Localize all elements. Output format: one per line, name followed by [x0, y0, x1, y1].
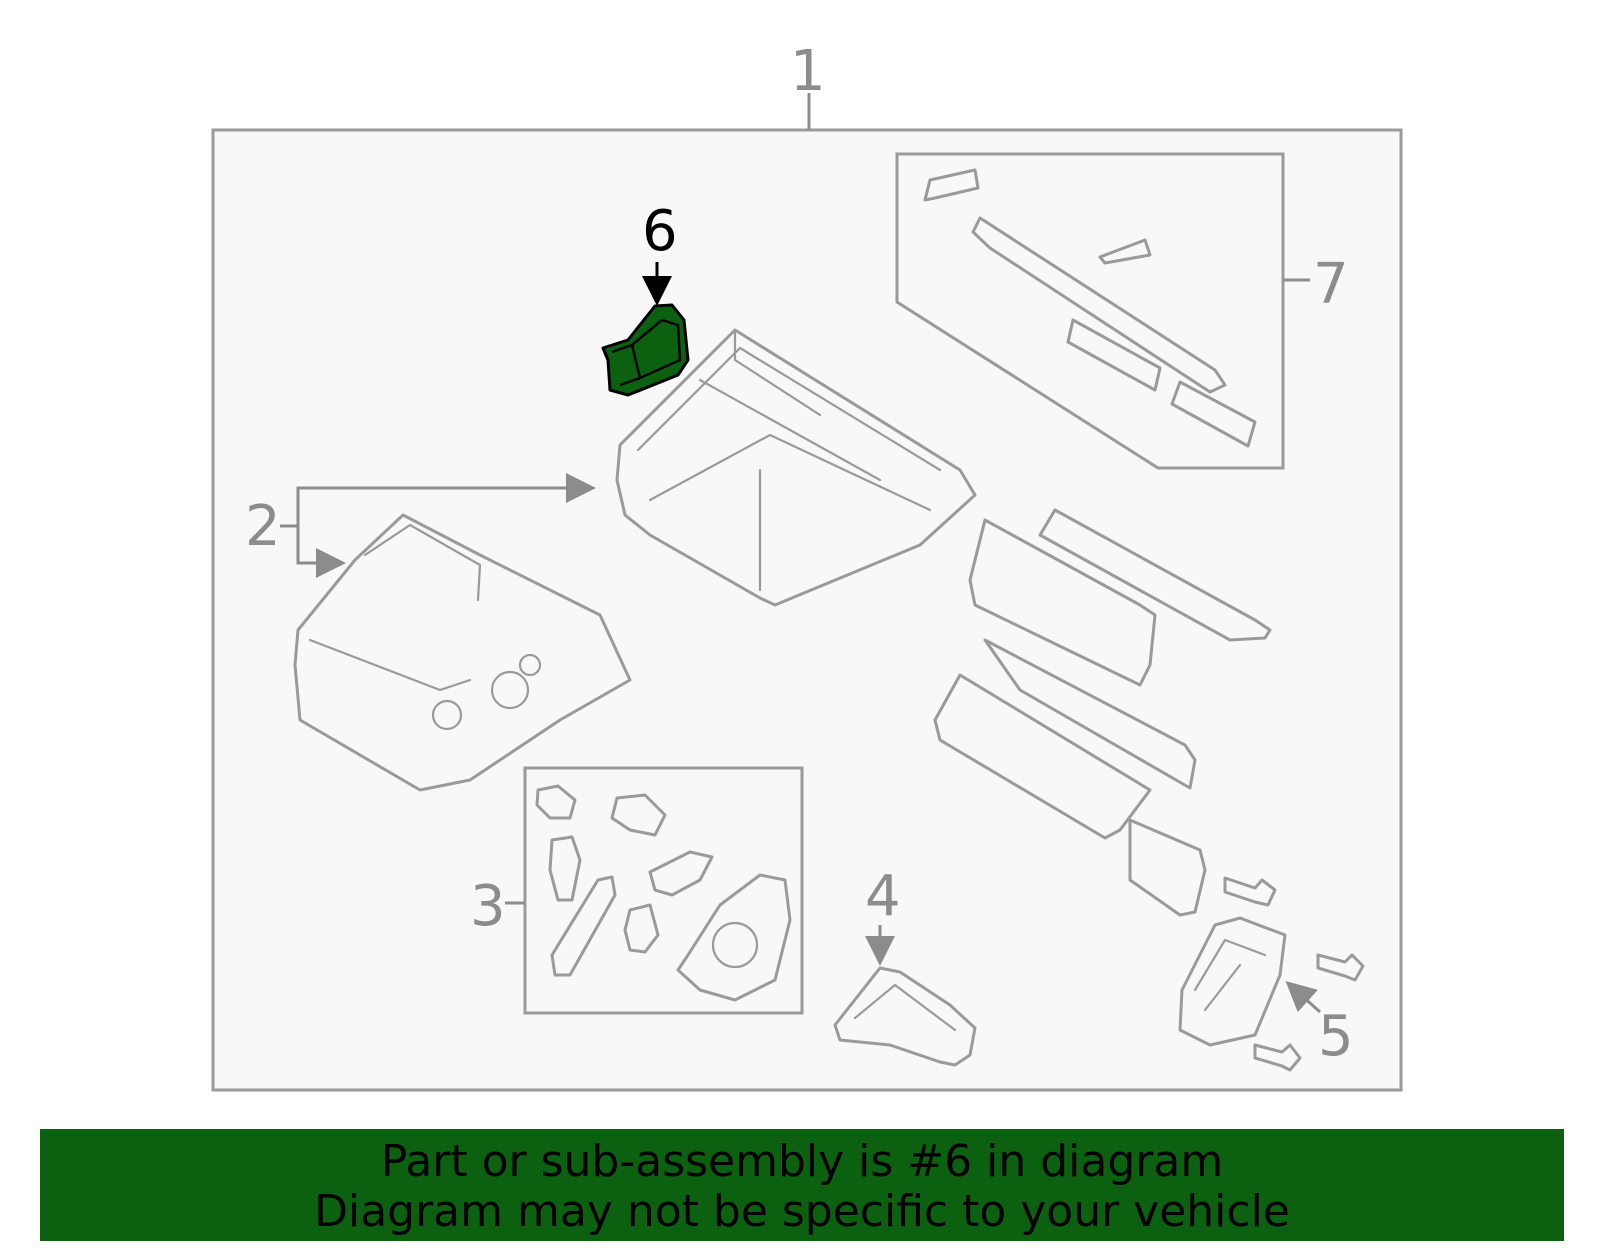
part-7-ducts [923, 168, 1257, 448]
banner-line-2: Diagram may not be specific to your vehi… [314, 1186, 1290, 1237]
screws [1223, 876, 1365, 1072]
part-3-frame [523, 766, 804, 1015]
callout-1[interactable]: 1 [790, 39, 826, 104]
door-panels [933, 508, 1272, 917]
part-4-duct [833, 966, 977, 1067]
part-3-components [535, 784, 792, 1002]
part-7-frame [895, 152, 1285, 470]
part-2-housing-right [615, 328, 977, 607]
callout-5[interactable]: 5 [1318, 1004, 1354, 1069]
callout-3[interactable]: 3 [470, 874, 506, 939]
assembly-frame [211, 128, 1403, 1092]
callout-6[interactable]: 6 [642, 199, 678, 264]
part-2-housing-left [293, 513, 632, 792]
part-5-module [1178, 916, 1287, 1047]
banner-line-1: Part or sub-assembly is #6 in diagram [380, 1136, 1224, 1187]
part-6-highlighted[interactable] [601, 303, 690, 397]
info-banner: Part or sub-assembly is #6 in diagram Di… [40, 1129, 1564, 1241]
callout-4[interactable]: 4 [865, 864, 901, 929]
callout-2[interactable]: 2 [245, 494, 281, 559]
callout-7[interactable]: 7 [1313, 252, 1349, 317]
